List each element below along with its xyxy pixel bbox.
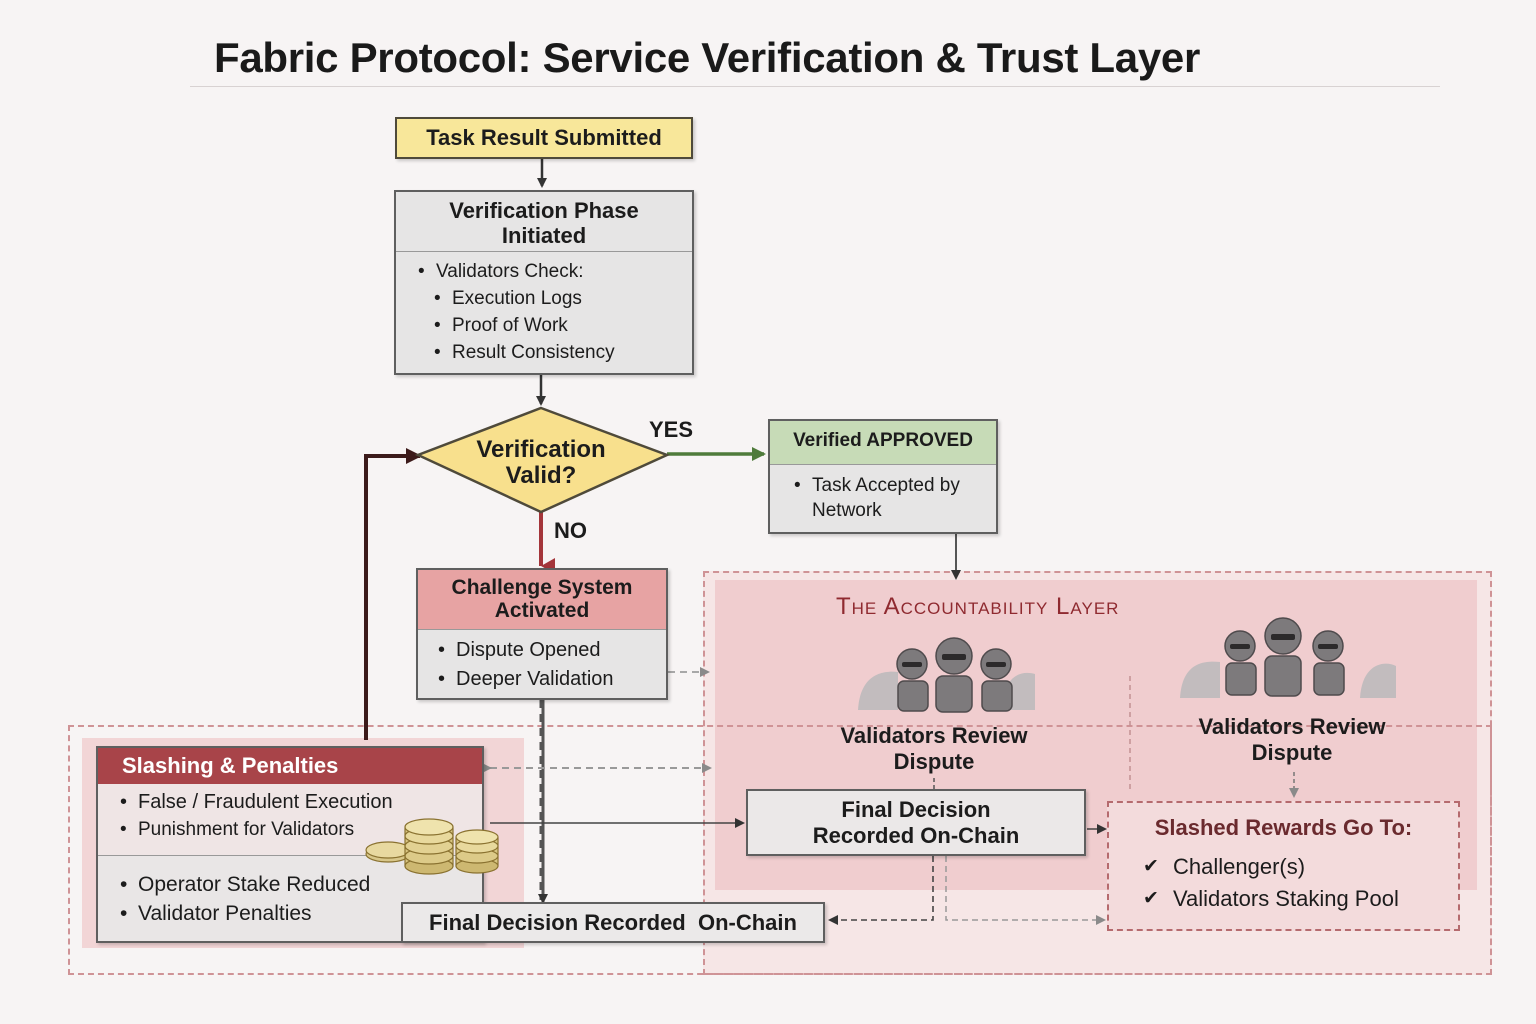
verification-phase-title: Verification Phase Initiated [396, 192, 692, 252]
challenge-system-title: Challenge System Activated [418, 570, 666, 630]
verification-check-item: Execution Logs [434, 285, 692, 312]
title-divider [190, 86, 1440, 87]
slashed-reward-item: Validators Staking Pool [1139, 883, 1458, 915]
slashing-item: Punishment for Validators [120, 816, 482, 844]
validators-review-left: Validators Review Dispute [840, 723, 1028, 774]
challenge-item: Dispute Opened [438, 636, 666, 665]
slashed-rewards-list: Challenger(s) Validators Staking Pool [1109, 841, 1458, 915]
slashing-item: Validator Penalties [120, 899, 482, 928]
final-decision-bottom-box: Final Decision Recorded On-Chain [401, 902, 825, 943]
slashing-item: False / Fraudulent Execution [120, 788, 482, 816]
slashing-item: Operator Stake Reduced [120, 870, 482, 899]
challenge-item: Deeper Validation [438, 665, 666, 694]
verification-check-item: Result Consistency [434, 339, 692, 366]
final-decision-accountability-box: Final Decision Recorded On-Chain [746, 789, 1086, 856]
arrow-decision-to-slashed-bottom [945, 856, 1106, 925]
verified-approved-box: Verified APPROVED Task Accepted by Netwo… [768, 419, 998, 534]
page-title: Fabric Protocol: Service Verification & … [213, 34, 1201, 81]
verification-phase-box: Verification Phase Initiated Validators … [394, 190, 694, 375]
task-result-submitted-box: Task Result Submitted [395, 117, 693, 159]
challenge-system-box: Challenge System Activated Dispute Opene… [416, 568, 668, 700]
accountability-title: The Accountability Layer [836, 593, 1120, 620]
slashing-items-bottom: Operator Stake Reduced Validator Penalti… [98, 856, 482, 928]
arrow-loop-back [364, 448, 422, 740]
no-label: NO [554, 518, 587, 543]
approved-items-list: Task Accepted by Network [770, 465, 996, 523]
verification-check-label: Validators Check: [418, 258, 692, 285]
decision-label: Verification Valid? [476, 436, 606, 489]
arrow-decision-to-final-bottom [828, 856, 934, 925]
lower-zone [68, 725, 1492, 975]
slashed-rewards-title: Slashed Rewards Go To: [1154, 815, 1413, 840]
approved-item: Task Accepted by Network [794, 473, 976, 523]
verification-check-item: Proof of Work [434, 312, 692, 339]
slashed-reward-item: Challenger(s) [1139, 851, 1458, 883]
verification-checks-list: Validators Check: Execution Logs Proof o… [396, 252, 692, 366]
slashed-rewards-box: Slashed Rewards Go To: Challenger(s) Val… [1107, 801, 1460, 931]
verified-approved-title: Verified APPROVED [770, 421, 996, 465]
validators-review-right: Validators Review Dispute [1198, 714, 1386, 765]
yes-label: YES [649, 417, 694, 442]
challenge-items-list: Dispute Opened Deeper Validation [418, 630, 666, 694]
slashing-penalties-title: Slashing & Penalties [98, 748, 482, 784]
